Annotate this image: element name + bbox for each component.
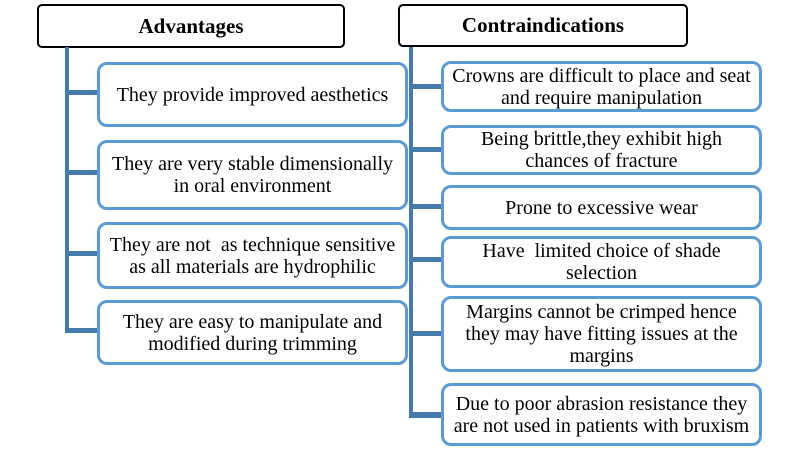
connector-stub-advantage-4 — [65, 328, 97, 333]
connector-stub-contraindication-5 — [409, 331, 441, 336]
advantage-box-1: They provide improved aesthetics — [97, 62, 408, 127]
contraindications-trunk-line — [409, 47, 413, 418]
contraindication-box-4: Have limited choice of shade selection — [441, 236, 762, 288]
contraindication-box-1-label: Crowns are difficult to place and seat a… — [452, 64, 751, 109]
contraindication-box-6: Due to poor abrasion resistance they are… — [441, 383, 762, 446]
contraindication-box-3: Prone to excessive wear — [441, 185, 762, 230]
advantage-box-4: They are easy to manipulate and modified… — [97, 300, 408, 365]
contraindication-box-5-label: Margins cannot be crimped hence they may… — [465, 301, 738, 367]
connector-stub-contraindication-6 — [409, 412, 441, 418]
connector-stub-contraindication-4 — [409, 257, 441, 262]
advantages-trunk-line — [65, 47, 69, 333]
header-advantages-label: Advantages — [138, 13, 244, 38]
contraindication-box-6-label: Due to poor abrasion resistance they are… — [453, 392, 750, 437]
connector-stub-advantage-1 — [65, 90, 97, 95]
contraindication-box-2: Being brittle,they exhibit high chances … — [441, 125, 762, 175]
header-contraindications-label: Contraindications — [461, 13, 625, 37]
advantage-box-4-label: They are easy to manipulate and modified… — [122, 310, 383, 355]
advantage-box-1-label: They provide improved aesthetics — [116, 83, 389, 106]
connector-stub-contraindication-2 — [409, 147, 441, 152]
contraindication-box-2-label: Being brittle,they exhibit high chances … — [480, 128, 723, 172]
contraindication-box-3-label: Prone to excessive wear — [505, 196, 698, 219]
connector-stub-advantage-3 — [65, 251, 97, 256]
connector-stub-contraindication-1 — [409, 84, 441, 89]
advantage-box-2-label: They are very stable dimensionally in or… — [111, 153, 393, 197]
header-contraindications: Contraindications — [398, 4, 688, 47]
contraindication-box-5: Margins cannot be crimped hence they may… — [441, 296, 762, 372]
connector-stub-contraindication-3 — [409, 204, 441, 209]
advantage-box-3-label: They are not as technique sensitive as a… — [109, 233, 396, 278]
advantage-box-2: They are very stable dimensionally in or… — [97, 140, 408, 210]
contraindication-box-1: Crowns are difficult to place and seat a… — [441, 61, 762, 112]
connector-stub-advantage-2 — [65, 170, 97, 175]
contraindication-box-4-label: Have limited choice of shade selection — [482, 240, 721, 284]
header-advantages: Advantages — [37, 4, 345, 48]
advantage-box-3: They are not as technique sensitive as a… — [97, 222, 408, 289]
